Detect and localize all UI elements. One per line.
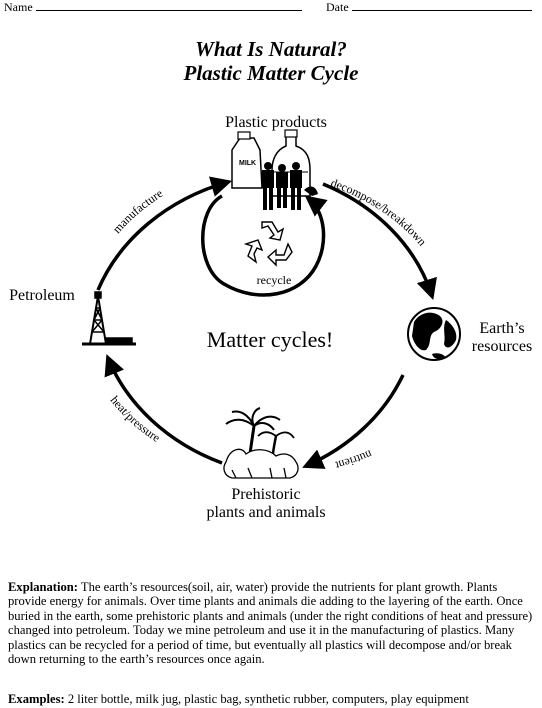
node-earth-resources-line2: resources [471,338,533,355]
node-plastic-products: Plastic products [225,114,327,131]
svg-text:MILK: MILK [239,160,256,167]
examples-label: Examples: [8,692,65,706]
arrow-recycle-loop [201,194,328,297]
recycle-symbol-icon [243,221,293,267]
arrow-nutrients [302,374,405,469]
explanation-text: The earth’s resources(soil, air, water) … [8,580,533,667]
label-manufacture: manufacture [110,186,165,236]
date-field: Date [326,0,540,15]
label-decompose: decompose/breakdown [329,176,429,249]
arrow-manufacture [96,176,233,291]
plastic-products-icon: MILK [231,129,318,210]
date-label: Date [326,0,349,14]
label-recycle: recycle [256,273,292,287]
node-prehistoric-line2: plants and animals [206,504,326,521]
node-prehistoric-line1: Prehistoric [231,486,301,503]
dinosaur-palm-icon [223,407,299,479]
name-line[interactable] [35,1,302,11]
node-earth-resources-line1: Earth’s [479,320,525,337]
arrow-heat-pressure [104,354,223,465]
label-nutrients: nutrients [0,0,374,473]
date-line[interactable] [351,1,532,11]
explanation-paragraph: Explanation: The earth’s resources(soil,… [8,580,536,666]
explanation-label: Explanation: [8,580,78,594]
arrow-decompose [322,182,437,301]
name-label: Name [4,0,33,14]
examples-text: 2 liter bottle, milk jug, plastic bag, s… [67,692,469,706]
title-line-2: Plastic Matter Cycle [183,61,359,85]
title-line-1: What Is Natural? [195,37,347,61]
node-petroleum: Petroleum [9,287,75,304]
oil-derrick-icon [82,291,136,346]
name-field: Name [4,0,314,15]
globe-icon [407,307,461,361]
examples-paragraph: Examples: 2 liter bottle, milk jug, plas… [8,692,536,706]
center-text: Matter cycles! [206,327,334,352]
